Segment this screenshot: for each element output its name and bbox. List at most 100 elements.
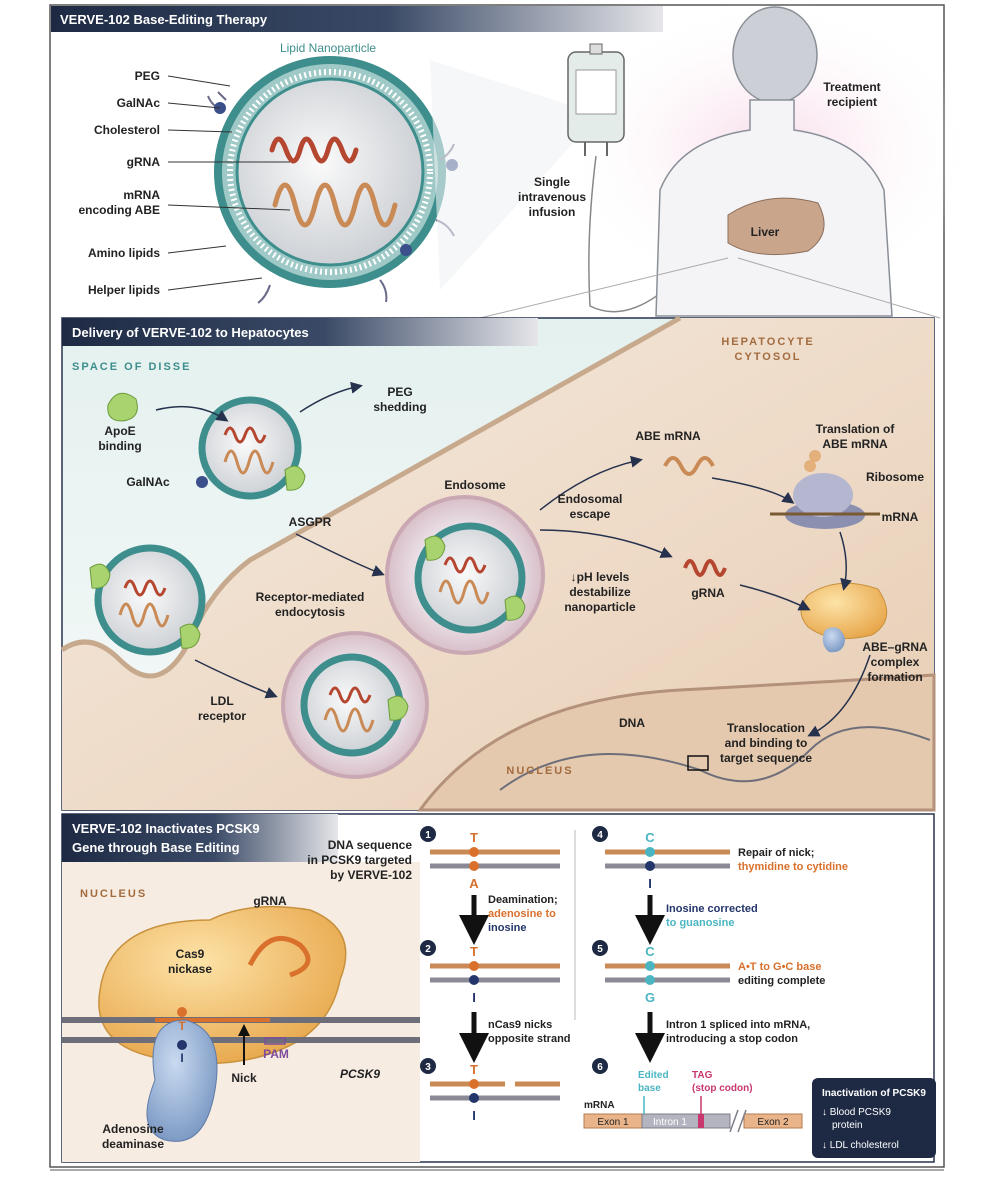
lnp-label: Lipid Nanoparticle [280, 41, 376, 55]
lnp-membrane [89, 544, 206, 656]
helper-lipids-label: Helper lipids [88, 283, 160, 297]
step-5: 5 C G [592, 940, 730, 1005]
hepatocyte-label-1: HEPATOCYTE [721, 336, 814, 348]
infusion-line-2: intravenous [518, 190, 586, 204]
escape-line-2: escape [570, 507, 611, 521]
peg-shedding-line-1: PEG [387, 385, 412, 399]
recipient-line-1: Treatment [823, 80, 880, 94]
lnp-binding [107, 381, 363, 500]
amino-lipids-label: Amino lipids [88, 246, 160, 260]
svg-text:I: I [648, 876, 652, 891]
intron1-label: Intron 1 [653, 1117, 687, 1128]
ribosome-label: Ribosome [866, 470, 924, 484]
grna-loop [247, 935, 311, 978]
mrna-label-c: mRNA [584, 1100, 615, 1111]
translocation-line-2: and binding to [725, 736, 808, 750]
svg-text:3: 3 [425, 1062, 431, 1073]
ph-line-1: ↓pH levels [571, 570, 630, 584]
inactivation-line-1: ↓ Blood PCSK9 [822, 1107, 891, 1118]
translocation-line-1: Translocation [727, 721, 805, 735]
deaminase-line-1: Adenosine [102, 1122, 164, 1136]
endosome-label: Endosome [444, 478, 506, 492]
figure-frame [49, 4, 945, 1168]
complex-line-3: formation [867, 670, 922, 684]
intron-line-1: Intron 1 spliced into mRNA, [666, 1019, 810, 1031]
atgc-line-1: A•T to G•C base [738, 961, 822, 973]
apoe-line-2: binding [98, 439, 141, 453]
deamination-line-2: adenosine to [488, 908, 556, 920]
i-base-dot [177, 1040, 187, 1050]
target-box [687, 755, 709, 771]
svg-text:6: 6 [597, 1062, 603, 1073]
ph-line-3: nanoparticle [564, 600, 636, 614]
peg-label: PEG [135, 69, 160, 83]
deamination-line-3: inosine [488, 922, 527, 934]
inactivation-line-2: protein [832, 1120, 863, 1131]
galnac-icon [400, 244, 412, 256]
t-base-dot [177, 1007, 187, 1017]
panel-c: VERVE-102 Inactivates PCSK9 Gene through… [61, 813, 936, 1163]
deaminase-line-2: deaminase [102, 1137, 164, 1151]
nick-label: Nick [231, 1071, 257, 1085]
cell-membrane [60, 315, 682, 679]
pathway-arrows [194, 455, 871, 737]
ldl-line-1: LDL [210, 694, 233, 708]
svg-text:2: 2 [425, 944, 431, 955]
svg-text:C: C [645, 944, 655, 959]
edited-base-line-1: Edited [638, 1070, 669, 1081]
nucleus-envelope [417, 673, 936, 812]
cas9-line-1: Cas9 [176, 947, 205, 961]
repair-line-1: Repair of nick; [738, 847, 814, 859]
mrna-label-b: mRNA [882, 510, 919, 524]
inactivation-title: Inactivation of PCSK9 [822, 1088, 926, 1099]
step-3: 3 T I [420, 1058, 560, 1123]
apoe-line-1: ApoE [104, 424, 135, 438]
svg-text:T: T [470, 944, 478, 959]
panel-b: Delivery of VERVE-102 to Hepatocytes SPA… [60, 315, 936, 812]
svg-text:T: T [470, 830, 478, 845]
liver-zoom-lines [479, 257, 941, 319]
dna-strand [499, 726, 931, 791]
repair-line-2: thymidine to cytidine [738, 861, 848, 873]
peg-shedding-line-2: shedding [373, 400, 426, 414]
tag-line-2: (stop codon) [692, 1083, 753, 1094]
pcsk9-label: PCSK9 [340, 1067, 380, 1081]
atgc-line-2: editing complete [738, 975, 825, 987]
deamination-line-1: Deamination; [488, 894, 558, 906]
translation-line-1: Translation of [816, 422, 896, 436]
svg-text:A: A [469, 876, 479, 891]
nicks-line-1: nCas9 nicks [488, 1019, 552, 1031]
complex-line-2: complex [871, 655, 920, 669]
tag-line-1: TAG [692, 1070, 713, 1081]
panel-a-title: VERVE-102 Base-Editing Therapy [60, 12, 268, 27]
ribosome-icon [770, 450, 880, 529]
galnac-label: GalNAc [117, 96, 161, 110]
step-4: 4 C I [592, 826, 730, 891]
treatment-recipient [655, 6, 893, 317]
svg-text:4: 4 [597, 830, 603, 841]
panel-c-title-1: VERVE-102 Inactivates PCSK9 [72, 821, 260, 836]
step-6: 6 [583, 1058, 803, 1133]
intron-line-2: introducing a stop codon [666, 1033, 798, 1045]
adenosine-deaminase [146, 1019, 218, 1142]
grna-label-b: gRNA [691, 586, 725, 600]
svg-text:G: G [645, 990, 655, 1005]
galnac-label-b: GalNAc [126, 475, 170, 489]
rme-line-1: Receptor-mediated [256, 590, 365, 604]
cholesterol-label: Cholesterol [94, 123, 160, 137]
panel-b-header [62, 318, 538, 346]
complex-line-1: ABE–gRNA [862, 640, 928, 654]
inactivation-line-3: ↓ LDL cholesterol [822, 1140, 899, 1151]
escape-line-1: Endosomal [558, 492, 623, 506]
infusion-line-3: infusion [529, 205, 576, 219]
panel-c-title-2: Gene through Base Editing [72, 840, 240, 855]
svg-text:I: I [472, 1108, 476, 1123]
panel-b-title: Delivery of VERVE-102 to Hepatocytes [72, 325, 309, 340]
edited-base-line-2: base [638, 1083, 661, 1094]
liver-label: Liver [751, 225, 780, 239]
svg-text:C: C [645, 830, 655, 845]
iv-bag-icon [567, 43, 731, 313]
svg-text:T: T [470, 1062, 478, 1077]
ldl-line-2: receptor [198, 709, 246, 723]
